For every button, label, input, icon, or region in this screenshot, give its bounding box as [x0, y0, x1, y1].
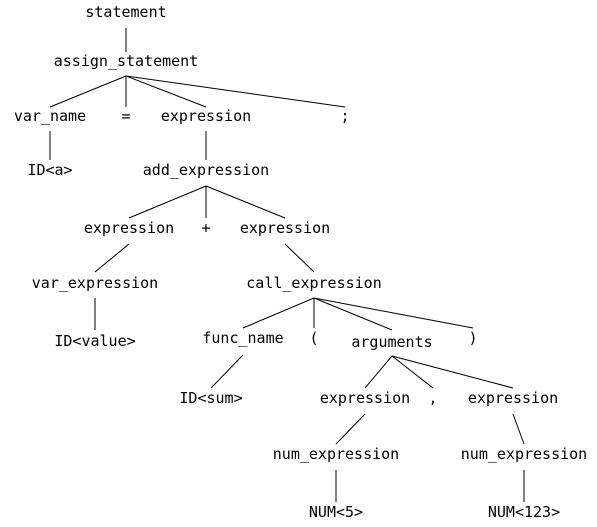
tree-node-expression: expression — [468, 389, 558, 407]
tree-node-open-paren: ( — [309, 329, 318, 347]
tree-edge — [210, 354, 244, 389]
tree-node-func-name: func_name — [202, 329, 283, 347]
tree-node-add-expression: add_expression — [143, 161, 269, 179]
tree-node-id-value: ID<value> — [54, 332, 135, 350]
tree-edge — [94, 243, 130, 273]
tree-node-num-123: NUM<123> — [488, 503, 560, 521]
tree-edge — [512, 413, 525, 445]
tree-node-expression: expression — [161, 107, 251, 125]
tree-node-var-expression: var_expression — [32, 274, 158, 292]
tree-node-close-paren: ) — [468, 329, 477, 347]
tree-node-plus: + — [201, 219, 210, 237]
tree-edge — [391, 355, 434, 389]
tree-edge — [335, 413, 366, 445]
tree-edge — [313, 297, 393, 331]
tree-labels: statement assign_statement var_name = expres… — [14, 3, 587, 521]
tree-edge — [49, 75, 127, 108]
tree-node-num-5: NUM<5> — [309, 503, 363, 521]
tree-edge — [242, 297, 315, 329]
tree-node-expression: expression — [320, 389, 410, 407]
tree-node-arguments: arguments — [351, 333, 432, 351]
tree-edge — [125, 75, 346, 108]
tree-edge — [364, 355, 393, 389]
tree-edge — [205, 185, 286, 219]
tree-node-num-expression: num_expression — [273, 445, 399, 463]
tree-edge — [284, 243, 315, 273]
tree-node-id-a: ID<a> — [27, 161, 72, 179]
tree-node-id-sum: ID<sum> — [179, 389, 242, 407]
tree-node-assign-statement: assign_statement — [54, 52, 199, 70]
tree-node-call-expression: call_expression — [246, 274, 381, 292]
tree-node-equals: = — [121, 107, 130, 125]
tree-edge — [128, 185, 207, 219]
tree-edge — [125, 75, 207, 108]
tree-node-expression: expression — [240, 219, 330, 237]
tree-node-comma: , — [428, 389, 437, 407]
tree-edges — [49, 28, 525, 502]
tree-edge — [313, 297, 474, 329]
tree-node-expression: expression — [84, 219, 174, 237]
tree-node-var-name: var_name — [14, 107, 86, 125]
tree-edge — [391, 355, 514, 389]
tree-node-statement: statement — [85, 3, 166, 21]
tree-node-semicolon: ; — [340, 107, 349, 125]
tree-node-num-expression: num_expression — [461, 445, 587, 463]
